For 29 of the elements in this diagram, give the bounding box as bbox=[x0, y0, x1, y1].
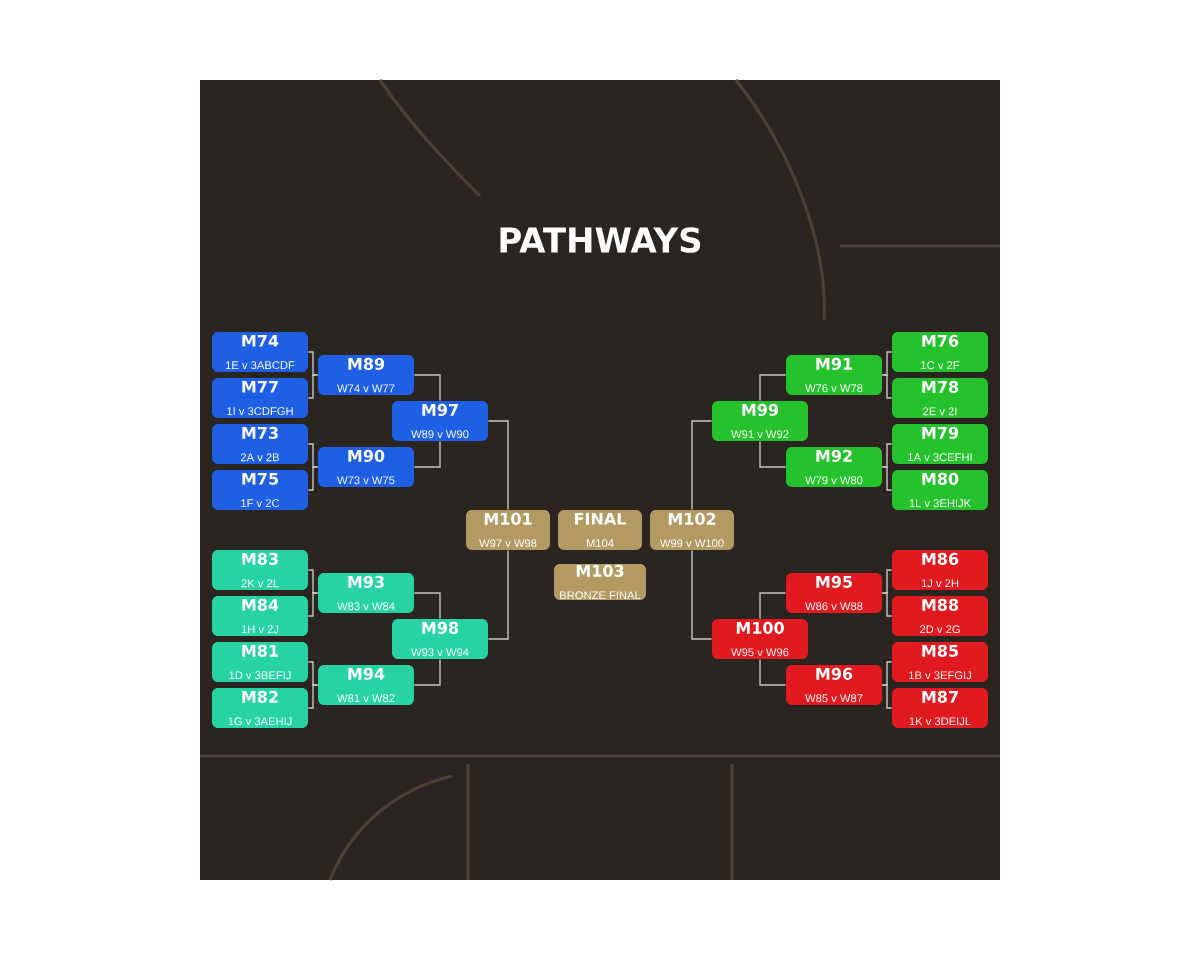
bracket-line bbox=[759, 440, 787, 468]
bracket-line bbox=[413, 374, 441, 402]
bracket-line bbox=[691, 549, 713, 640]
bracket-line bbox=[307, 374, 319, 399]
bracket-line bbox=[881, 592, 893, 617]
bracket-line bbox=[881, 684, 893, 709]
bracket-line bbox=[307, 592, 319, 617]
bracket-line bbox=[307, 443, 319, 468]
bracket-line bbox=[881, 569, 893, 594]
bracket-line bbox=[413, 658, 441, 686]
bracket-line bbox=[413, 440, 441, 468]
bracket-line bbox=[307, 684, 319, 709]
bracket-line bbox=[307, 569, 319, 594]
bracket-line bbox=[307, 466, 319, 491]
bracket-line bbox=[759, 374, 787, 402]
bracket-line bbox=[881, 466, 893, 491]
bracket-line bbox=[487, 549, 509, 640]
bracket-line bbox=[691, 420, 713, 511]
bracket-line bbox=[881, 374, 893, 399]
bracket-line bbox=[759, 658, 787, 686]
bracket-line bbox=[307, 661, 319, 686]
bracket-line bbox=[881, 351, 893, 376]
bracket-line bbox=[881, 661, 893, 686]
bracket-line bbox=[413, 592, 441, 620]
bracket-line bbox=[881, 443, 893, 468]
bracket-line bbox=[307, 351, 319, 376]
bracket-line bbox=[487, 420, 509, 511]
title: PATHWAYS bbox=[500, 227, 701, 253]
bracket-line bbox=[759, 592, 787, 620]
